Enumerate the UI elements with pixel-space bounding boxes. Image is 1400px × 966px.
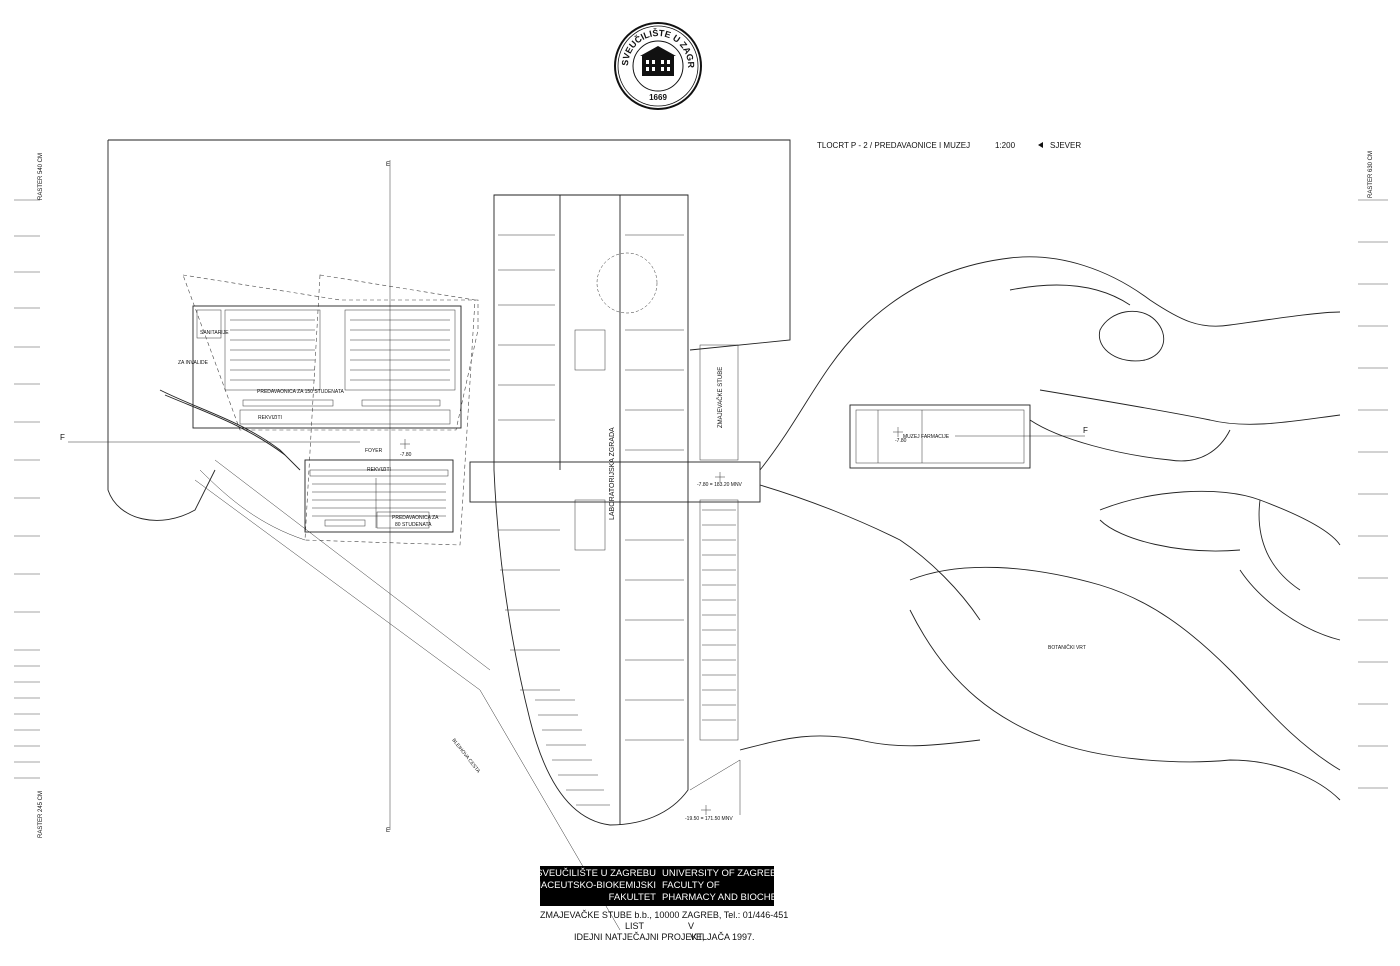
section-f-left: F xyxy=(60,433,65,442)
road-edge-1 xyxy=(194,479,621,931)
road-label: BLEIHOVA CESTA xyxy=(450,738,481,775)
museum-level: -7.80 xyxy=(895,438,907,444)
site-boundary xyxy=(107,139,791,521)
room-props-bottom: REKVIZITI xyxy=(367,467,391,473)
title-block-right-line1: UNIVERSITY OF ZAGREB xyxy=(662,868,777,879)
museum-label: MUZEJ FARMACIJE xyxy=(903,434,950,440)
foyer-level: -7.80 xyxy=(400,452,412,458)
botanical-garden: MUZEJ FARMACIJE -7.80 BOTANIČKI VRT xyxy=(739,256,1341,801)
footer-sheet-number: V xyxy=(688,921,695,931)
raster-label-left-bottom: RASTER 245 CM xyxy=(38,791,44,838)
stairs-label: ZMAJEVAČKE STUBE xyxy=(717,367,724,428)
section-f-right: F xyxy=(1083,426,1088,435)
footer-date: VELJAČA 1997. xyxy=(690,932,755,942)
stairs: ZMAJEVAČKE STUBE -19.50 = 171.50 MNV xyxy=(685,344,741,822)
room-invalids: ZA INVALIDE xyxy=(178,360,209,366)
north-label: SJEVER xyxy=(1050,141,1081,150)
title-block-left-line3: FAKULTET xyxy=(608,892,656,903)
footer-project-row: IDEJNI NATJEČAJNI PROJEKT, VELJAČA 1997. xyxy=(540,932,774,943)
university-seal: SVEUČILIŠTE U ZAGREBU 1669 xyxy=(0,0,702,110)
title-block-left-line1: SVEUČILIŠTE U ZAGREBU xyxy=(536,868,656,879)
level-mid: -7.80 = 183.20 MNV xyxy=(697,482,743,488)
room-foyer: FOYER xyxy=(365,448,383,454)
title-block-right: UNIVERSITY OF ZAGREB FACULTY OF PHARMACY… xyxy=(662,868,813,904)
seal-text: SVEUČILIŠTE U ZAGREBU xyxy=(0,0,696,69)
level-markers xyxy=(400,427,903,815)
level-low: -19.50 = 171.50 MNV xyxy=(685,816,733,822)
plan-title: TLOCRT P - 2 / PREDAVAONICE I MUZEJ xyxy=(817,141,970,150)
laboratory-building: LABORATORIJSKA ZGRADA -7.80 = 183.20 MNV xyxy=(469,194,761,826)
left-raster-ticks xyxy=(14,199,40,779)
lab-building-label: LABORATORIJSKA ZGRADA xyxy=(609,427,616,520)
room-hall-80-line2: 80 STUDENATA xyxy=(395,522,432,528)
room-sanitary: SANITARIJE xyxy=(200,330,229,336)
room-hall-150: PREDAVAONICA ZA 150 STUDENATA xyxy=(257,389,345,395)
title-block: SVEUČILIŠTE U ZAGREBU FARMACEUTSKO-BIOKE… xyxy=(515,866,813,906)
raster-label-right: RASTER 630 CM xyxy=(1368,151,1374,198)
footer: ZMAJEVAČKE STUBE b.b., 10000 ZAGREB, Tel… xyxy=(540,910,789,943)
title-block-left-line2: FARMACEUTSKO-BIOKEMIJSKI xyxy=(514,880,656,891)
botanic-label: BOTANIČKI VRT xyxy=(1048,644,1086,651)
title-block-right-line3: PHARMACY AND BIOCHEMISTRY xyxy=(662,892,813,903)
svg-text:SVEUČILIŠTE U ZAGREBU: SVEUČILIŠTE U ZAGREBU xyxy=(0,0,696,69)
title-block-left: SVEUČILIŠTE U ZAGREBU FARMACEUTSKO-BIOKE… xyxy=(515,868,656,904)
footer-project: IDEJNI NATJEČAJNI PROJEKT, xyxy=(574,932,705,942)
footer-sheet-label: LIST xyxy=(625,921,645,931)
right-raster-ticks xyxy=(1358,199,1388,789)
plan-scale: 1:200 xyxy=(995,141,1016,150)
footer-sheet-row: LIST V xyxy=(540,921,774,932)
section-e-top: E xyxy=(386,162,390,168)
room-hall-80-line1: PREDAVAONICA ZA xyxy=(392,515,439,521)
room-props-top: REKVIZITI xyxy=(258,415,282,421)
footer-address: ZMAJEVAČKE STUBE b.b., 10000 ZAGREB, Tel… xyxy=(540,910,789,920)
section-e-bottom: E xyxy=(386,828,390,834)
raster-label-left-top: RASTER 540 CM xyxy=(38,153,44,200)
title-block-right-line2: FACULTY OF xyxy=(662,880,720,891)
north-arrow-icon xyxy=(1038,142,1043,148)
seal-year: 1669 xyxy=(649,93,667,102)
road-edge-2 xyxy=(214,459,491,671)
lecture-hall-block: SANITARIJE ZA INVALIDE PREDAVAONICA ZA 1… xyxy=(159,274,479,546)
